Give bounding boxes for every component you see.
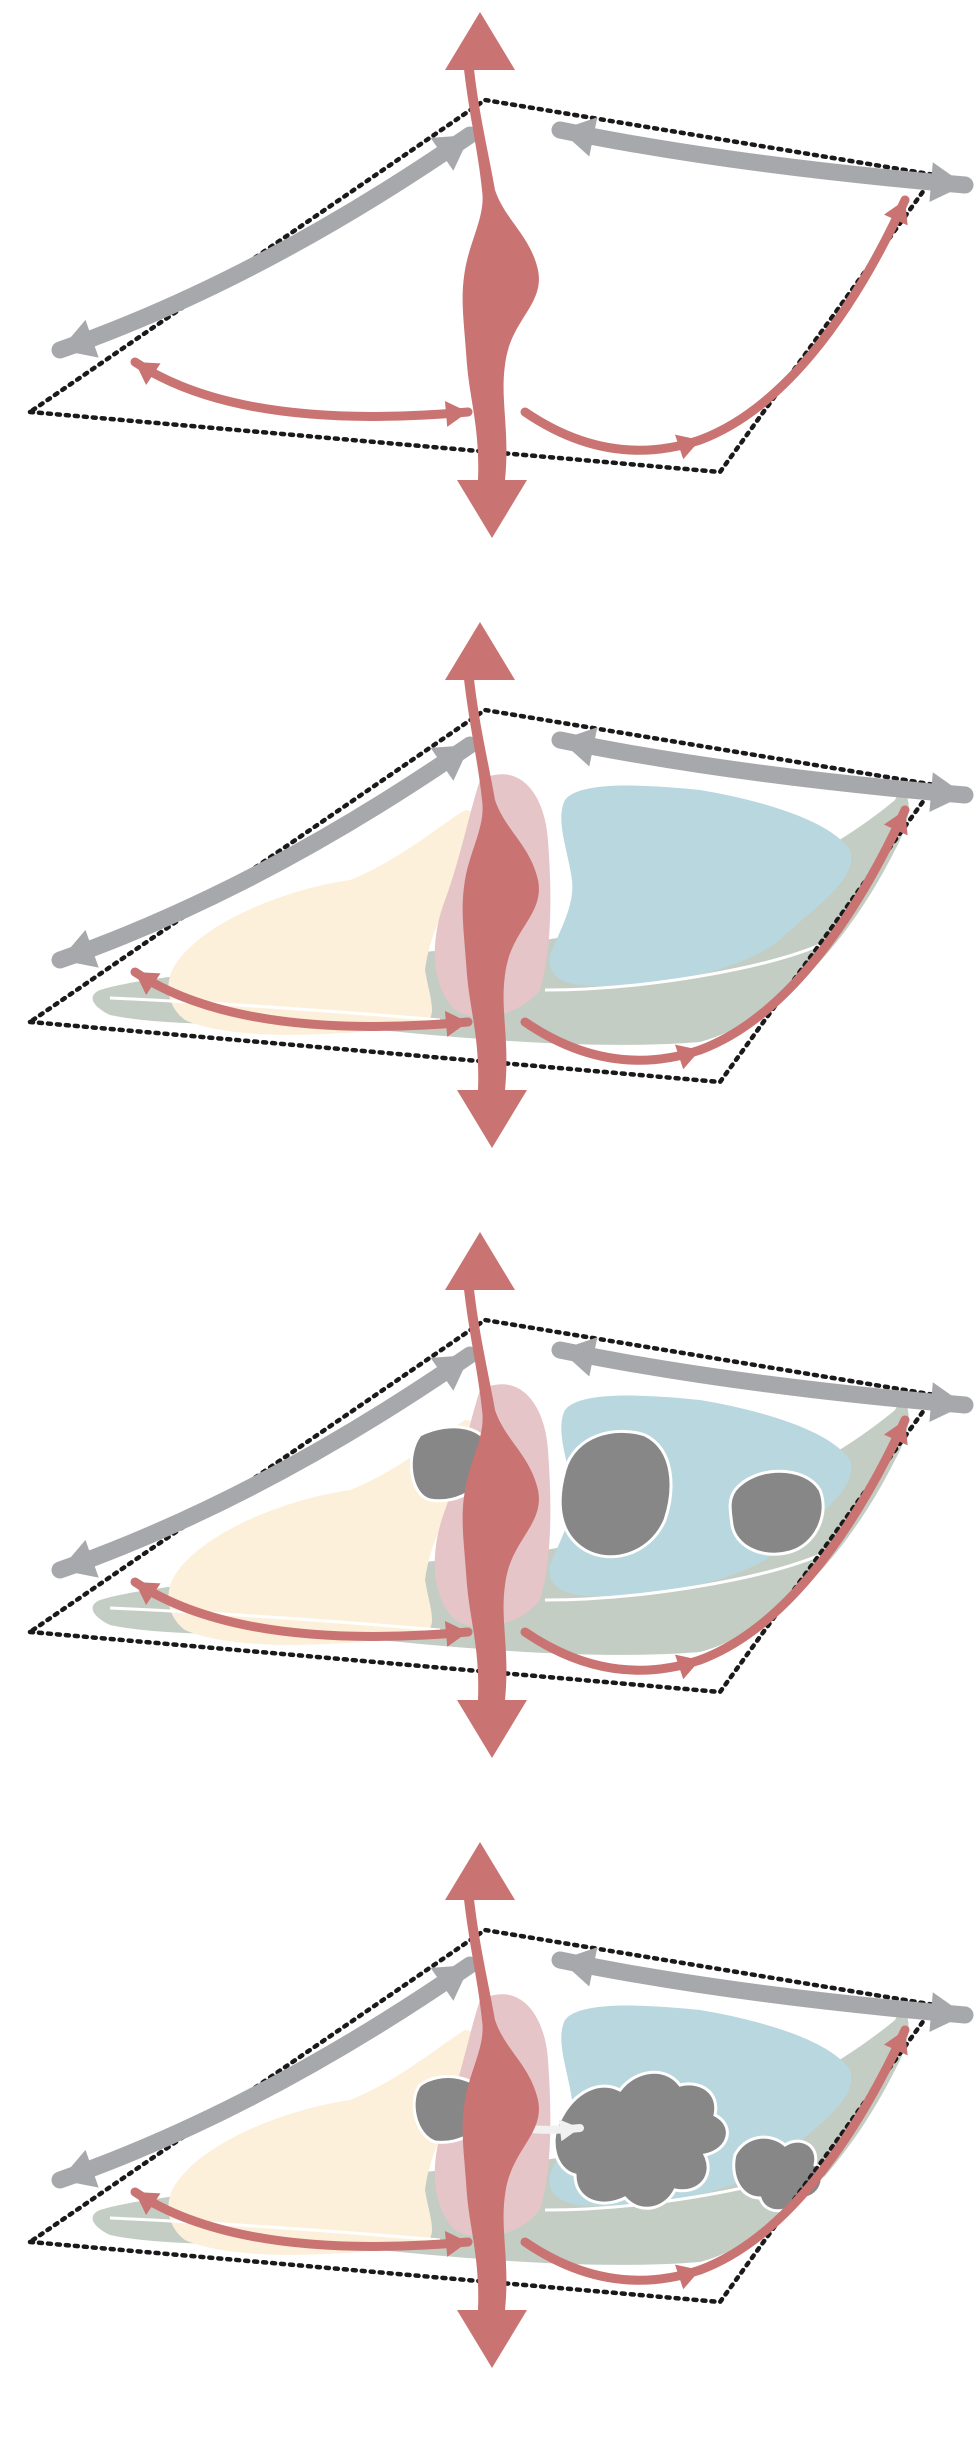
grey-arrow-left xyxy=(60,135,470,350)
red-arrow-left xyxy=(135,362,468,416)
dark-blob-right xyxy=(730,1471,823,1554)
grey-arrow-right-head-end xyxy=(929,1992,965,2032)
red-arrow-right xyxy=(525,412,700,450)
panel-stage-3 xyxy=(0,1220,976,1830)
diagram-svg-stage-4 xyxy=(0,1830,976,2440)
red-corridor-top-head xyxy=(445,622,515,680)
red-corridor-bottom-head xyxy=(457,1090,527,1148)
diagram-group-stage-1 xyxy=(30,12,965,538)
diagram-svg-stage-3 xyxy=(0,1220,976,1830)
diagram-svg-stage-2 xyxy=(0,610,976,1220)
grey-arrow-right xyxy=(560,130,965,185)
grey-arrow-right-head-end xyxy=(929,772,965,812)
diagram-svg-stage-1 xyxy=(0,0,976,610)
red-corridor-top-head xyxy=(445,1842,515,1900)
red-corridor-top-head xyxy=(445,1232,515,1290)
red-corridor-bottom-head xyxy=(457,480,527,538)
dark-blob-large xyxy=(560,1431,671,1556)
red-corridor-bottom-head xyxy=(457,2310,527,2368)
diagram-group-stage-4 xyxy=(30,1842,965,2368)
red-corridor-bottom-head xyxy=(457,1700,527,1758)
red-corridor-top-head xyxy=(445,12,515,70)
panel-stage-4 xyxy=(0,1830,976,2440)
grey-arrow-right-head-end xyxy=(929,162,965,202)
diagram-group-stage-3 xyxy=(30,1232,965,1758)
grey-arrow-right-head-end xyxy=(929,1382,965,1422)
red-arrow-right-tail xyxy=(700,200,905,440)
red-arrow-left-head-end xyxy=(445,401,468,427)
panel-stage-1 xyxy=(0,0,976,610)
panel-stage-2 xyxy=(0,610,976,1220)
diagram-group-stage-2 xyxy=(30,622,965,1148)
